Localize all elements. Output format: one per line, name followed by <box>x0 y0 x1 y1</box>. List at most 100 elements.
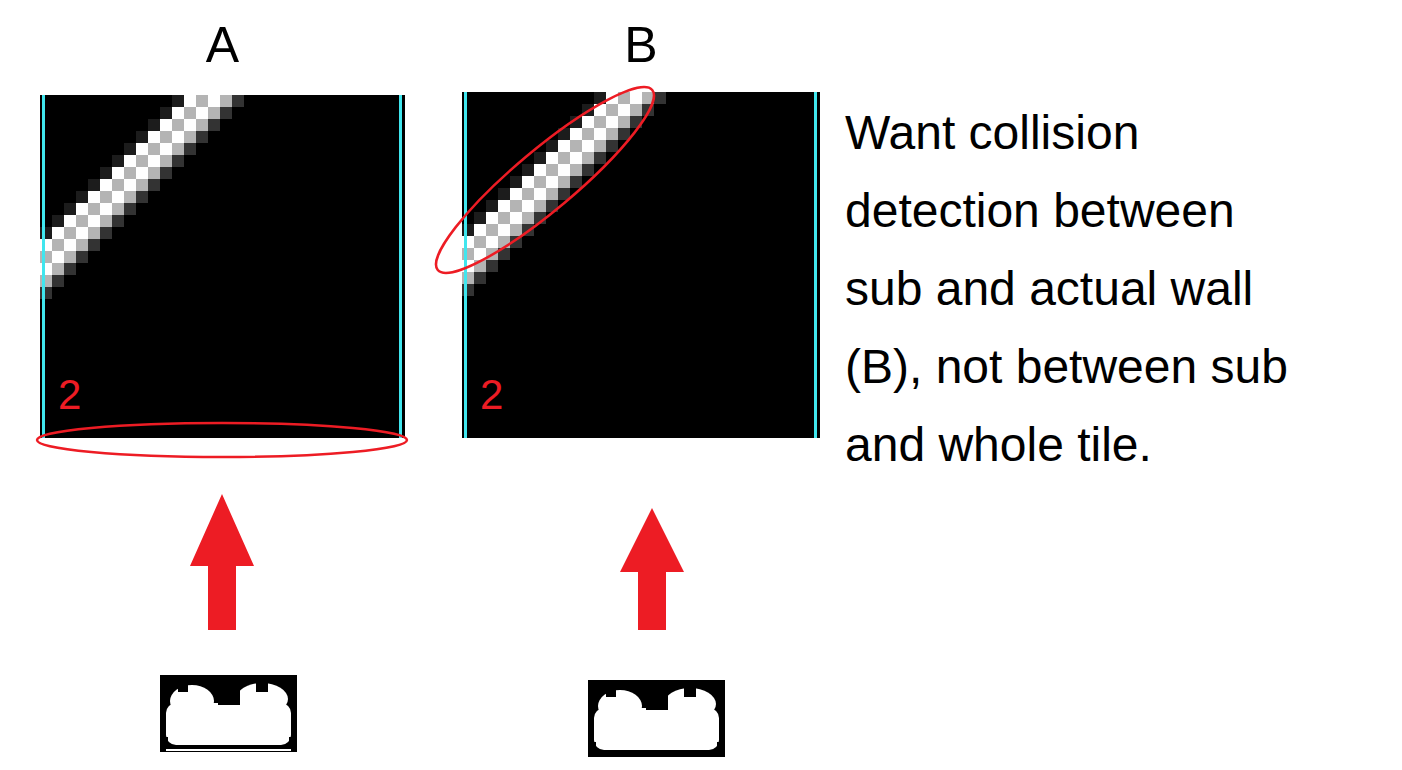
highlight-ellipse <box>418 67 671 293</box>
map-tile: B2 <box>462 92 820 438</box>
wall-pixel <box>124 143 136 155</box>
tile-graphic <box>462 92 820 438</box>
wall-pixel <box>510 224 522 236</box>
wall-pixel <box>172 143 184 155</box>
wall-pixel <box>534 176 546 188</box>
wall-pixel <box>112 215 124 227</box>
tile-number: 2 <box>58 374 81 416</box>
wall-pixel <box>64 239 76 251</box>
wall-pixel <box>618 104 630 116</box>
wall-pixel <box>654 92 666 104</box>
wall-pixel <box>462 284 474 296</box>
wall-pixel <box>618 116 630 128</box>
wall-pixel <box>534 164 546 176</box>
wall-pixel <box>76 215 88 227</box>
wall-pixel <box>570 176 582 188</box>
wall-pixel <box>88 191 100 203</box>
wall-pixel <box>184 107 196 119</box>
wall-pixel <box>462 272 474 284</box>
wall-pixel <box>52 215 64 227</box>
wall-pixel <box>196 95 208 107</box>
wall-pixel <box>570 128 582 140</box>
wall-pixel <box>196 131 208 143</box>
wall-pixel <box>112 155 124 167</box>
wall-pixel <box>112 203 124 215</box>
wall-pixel <box>208 107 220 119</box>
wall-pixel <box>522 176 534 188</box>
up-arrow <box>190 494 254 630</box>
wall-pixel <box>522 200 534 212</box>
wall-pixel <box>124 155 136 167</box>
wall-pixel <box>100 167 112 179</box>
tile-heading: B <box>462 20 820 70</box>
wall-pixel <box>594 116 606 128</box>
wall-pixel <box>76 191 88 203</box>
wall-pixels <box>40 95 244 299</box>
wall-pixel <box>64 263 76 275</box>
wall-pixel <box>148 131 160 143</box>
wall-pixel <box>462 224 474 236</box>
tile-boundary-line <box>42 95 45 438</box>
wall-pixel <box>462 236 474 248</box>
wall-pixel <box>498 200 510 212</box>
wall-pixel <box>594 152 606 164</box>
tile-graphic <box>40 95 405 438</box>
wall-pixel <box>160 119 172 131</box>
wall-pixel <box>136 179 148 191</box>
wall-pixel <box>160 167 172 179</box>
wall-pixel <box>148 167 160 179</box>
wall-pixel <box>76 203 88 215</box>
wall-pixel <box>64 251 76 263</box>
wall-pixel <box>136 191 148 203</box>
wall-pixel <box>474 272 486 284</box>
wall-pixel <box>52 251 64 263</box>
tile-number: 2 <box>480 374 503 416</box>
wall-pixel <box>606 116 618 128</box>
wall-pixel <box>100 179 112 191</box>
wall-pixel <box>208 119 220 131</box>
sub-sprite <box>160 675 297 752</box>
wall-pixel <box>148 119 160 131</box>
wall-pixel <box>196 119 208 131</box>
wall-pixel <box>76 251 88 263</box>
wall-pixel <box>582 152 594 164</box>
wall-pixel <box>474 236 486 248</box>
wall-pixel <box>184 131 196 143</box>
tile-boundary-line <box>814 92 817 438</box>
wall-pixel <box>510 200 522 212</box>
wall-pixel <box>558 176 570 188</box>
wall-pixel <box>100 203 112 215</box>
wall-pixel <box>510 212 522 224</box>
wall-pixel <box>582 140 594 152</box>
wall-pixel <box>462 248 474 260</box>
wall-pixel <box>582 164 594 176</box>
wall-pixel <box>112 191 124 203</box>
map-tile: A2 <box>40 95 405 438</box>
wall-pixel <box>534 200 546 212</box>
wall-pixel <box>172 107 184 119</box>
wall-pixel <box>52 275 64 287</box>
wall-pixel <box>486 260 498 272</box>
wall-pixel <box>220 107 232 119</box>
wall-pixel <box>522 212 534 224</box>
up-arrow <box>620 508 684 630</box>
wall-pixel <box>498 212 510 224</box>
wall-pixel <box>510 188 522 200</box>
wall-pixel <box>630 104 642 116</box>
wall-pixel <box>88 227 100 239</box>
wall-pixel <box>160 155 172 167</box>
tile-ground <box>462 92 820 438</box>
wall-pixel <box>52 239 64 251</box>
wall-pixel <box>522 188 534 200</box>
tile-boundary-line <box>464 92 467 438</box>
wall-pixel <box>88 203 100 215</box>
wall-pixel <box>558 152 570 164</box>
wall-pixel <box>486 212 498 224</box>
wall-pixel <box>546 176 558 188</box>
wall-pixel <box>184 143 196 155</box>
tile-ground <box>40 95 405 438</box>
wall-pixel <box>160 131 172 143</box>
wall-pixel <box>40 251 52 263</box>
wall-pixel <box>546 140 558 152</box>
wall-pixel <box>232 95 244 107</box>
